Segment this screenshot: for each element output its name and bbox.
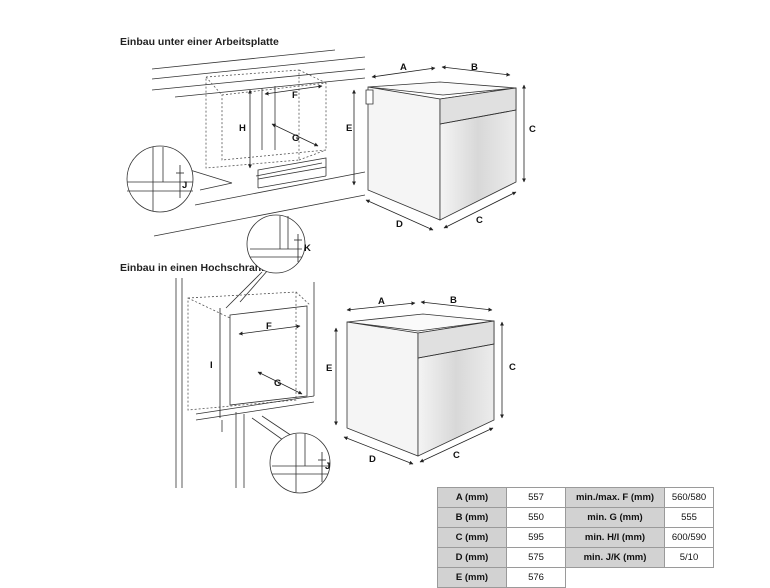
label-E-top: E <box>346 123 352 134</box>
table-value: 575 <box>506 547 566 568</box>
table-key: min. H/I (mm) <box>565 527 665 548</box>
table-key: min./max. F (mm) <box>565 487 665 508</box>
label-D-bottom: D <box>369 454 376 465</box>
table-key: min. J/K (mm) <box>565 547 665 568</box>
table-key: B (mm) <box>437 507 507 528</box>
table-row: C (mm) 595 min. H/I (mm) 600/590 <box>437 527 714 548</box>
table-value: 595 <box>506 527 566 548</box>
table-key: D (mm) <box>437 547 507 568</box>
table-value: 600/590 <box>664 527 714 548</box>
heading-tall-cabinet-install: Einbau in einen Hochschrank <box>120 262 268 274</box>
label-G-bottom: G <box>274 378 281 389</box>
label-A-top: A <box>400 62 407 73</box>
oven-drawing-bottom <box>334 300 504 465</box>
table-value: 5/10 <box>664 547 714 568</box>
table-row: A (mm) 557 min./max. F (mm) 560/580 <box>437 487 714 508</box>
dimensions-table: A (mm) 557 min./max. F (mm) 560/580 B (m… <box>437 487 714 588</box>
heading-worktop-install: Einbau unter einer Arbeitsplatte <box>120 36 279 48</box>
label-H: H <box>239 123 246 134</box>
label-B-top: B <box>471 62 478 73</box>
label-I: I <box>210 360 213 371</box>
table-key: min. G (mm) <box>565 507 665 528</box>
label-J-top: J <box>182 180 187 191</box>
label-C-right-bottom: C <box>509 362 516 373</box>
table-row: B (mm) 550 min. G (mm) 555 <box>437 507 714 528</box>
tall-cabinet-drawing <box>175 214 331 494</box>
table-key: C (mm) <box>437 527 507 548</box>
label-D-top: D <box>396 219 403 230</box>
label-J-bottom: J <box>325 461 330 472</box>
table-value: 560/580 <box>664 487 714 508</box>
label-F: F <box>292 90 298 101</box>
table-value: 555 <box>664 507 714 528</box>
label-F-bottom: F <box>266 321 272 332</box>
worktop-cabinet-drawing <box>126 49 366 237</box>
label-C-bottom-top: C <box>476 215 483 226</box>
table-value: 557 <box>506 487 566 508</box>
oven-drawing-top <box>352 65 526 231</box>
label-A-bottom: A <box>378 296 385 307</box>
label-B-bottom: B <box>450 295 457 306</box>
label-E-bottom: E <box>326 363 332 374</box>
label-K: K <box>304 243 311 254</box>
label-C-right-top: C <box>529 124 536 135</box>
label-G: G <box>292 133 299 144</box>
table-row: D (mm) 575 min. J/K (mm) 5/10 <box>437 547 714 568</box>
label-C-bottom-bottom: C <box>453 450 460 461</box>
table-key: A (mm) <box>437 487 507 508</box>
table-value: 550 <box>506 507 566 528</box>
